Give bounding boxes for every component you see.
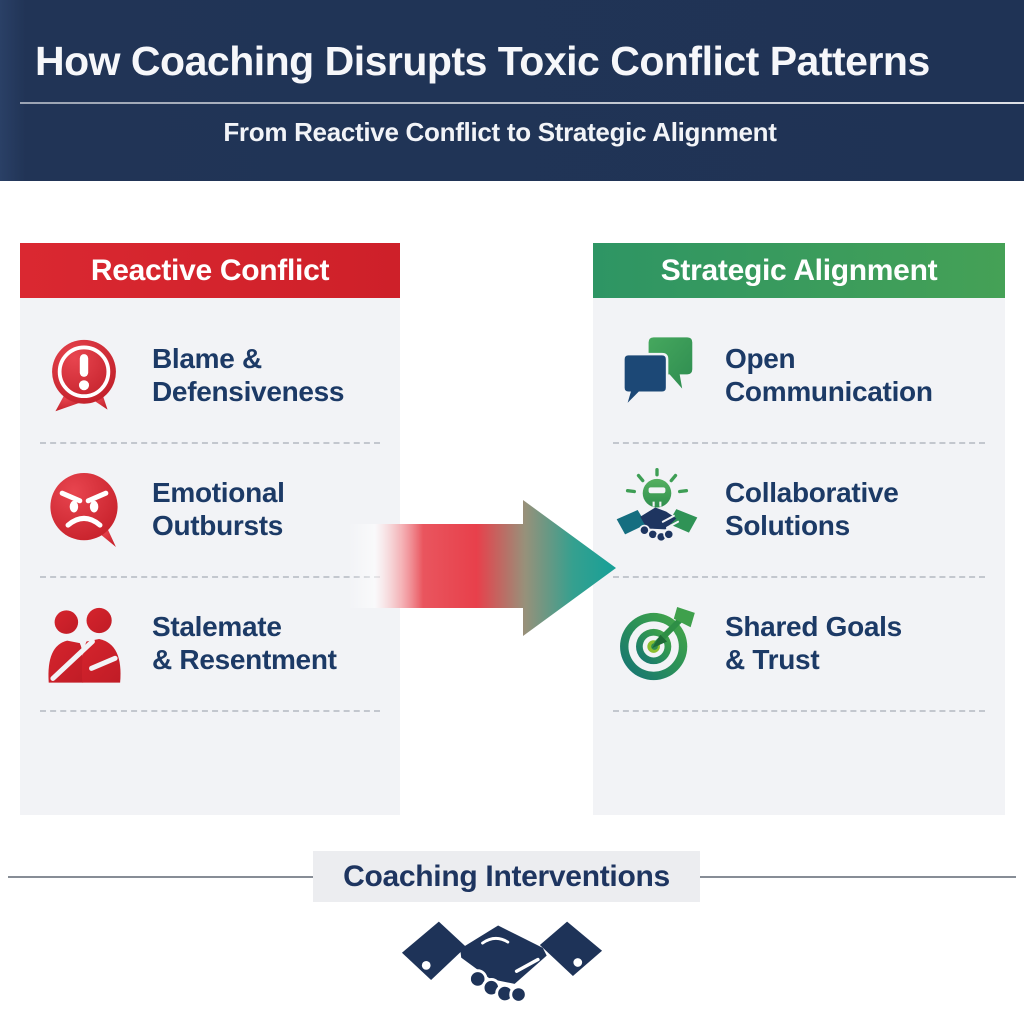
strategic-alignment-panel: Strategic Alignment Open xyxy=(593,243,1005,815)
item-label-line2: & Trust xyxy=(725,644,820,675)
header-divider xyxy=(20,102,1024,104)
gradient-flow-arrow xyxy=(348,498,618,638)
item-label: Stalemate & Resentment xyxy=(152,611,337,677)
lightbulb-handshake-icon xyxy=(615,468,699,552)
page-subtitle: From Reactive Conflict to Strategic Alig… xyxy=(223,117,777,147)
item-label-line1: Collaborative xyxy=(725,477,899,509)
reactive-conflict-panel: Reactive Conflict xyxy=(20,243,400,815)
item-label-line1: Emotional xyxy=(152,477,285,509)
strategic-alignment-panel-title: Strategic Alignment xyxy=(593,243,1005,298)
chat-bubbles-icon xyxy=(615,334,699,418)
dashed-divider xyxy=(40,442,380,444)
item-label: Collaborative Solutions xyxy=(725,477,899,543)
item-label: Emotional Outbursts xyxy=(152,477,285,543)
handshake-icon xyxy=(396,910,608,1012)
list-item: Blame & Defensiveness xyxy=(20,310,400,442)
item-label: Blame & Defensiveness xyxy=(152,343,345,409)
dashed-divider xyxy=(40,710,380,712)
reactive-conflict-panel-title: Reactive Conflict xyxy=(20,243,400,298)
page-title: How Coaching Disrupts Toxic Conflict Pat… xyxy=(35,38,930,84)
list-item: Open Communication xyxy=(593,310,1005,442)
item-label-line1: Blame & xyxy=(152,343,262,375)
item-label-line2: Outbursts xyxy=(152,510,284,541)
target-dart-icon xyxy=(615,602,699,686)
alert-speech-bubble-icon xyxy=(42,334,126,418)
header-banner: How Coaching Disrupts Toxic Conflict Pat… xyxy=(0,0,1024,181)
list-item: Emotional Outbursts xyxy=(20,444,400,576)
dashed-divider xyxy=(613,710,985,712)
item-label-line1: Stalemate xyxy=(152,611,282,643)
dashed-divider xyxy=(40,576,380,578)
back-to-back-people-icon xyxy=(42,602,126,686)
item-label-line2: Solutions xyxy=(725,510,850,541)
item-label: Open Communication xyxy=(725,343,933,409)
item-label-line2: & Resentment xyxy=(152,644,337,675)
list-item: Stalemate & Resentment xyxy=(20,578,400,710)
item-label-line1: Shared Goals xyxy=(725,611,902,643)
item-label-line1: Open xyxy=(725,343,796,375)
dashed-divider xyxy=(613,576,985,578)
item-label-line2: Communication xyxy=(725,376,933,407)
list-item: Shared Goals & Trust xyxy=(593,578,1005,710)
item-label-line2: Defensiveness xyxy=(152,376,345,407)
item-label: Shared Goals & Trust xyxy=(725,611,902,677)
strategic-alignment-panel-body: Open Communication xyxy=(593,298,1005,815)
angry-face-bubble-icon xyxy=(42,468,126,552)
dashed-divider xyxy=(613,442,985,444)
list-item: Collaborative Solutions xyxy=(593,444,1005,576)
coaching-interventions-label: Coaching Interventions xyxy=(313,851,700,902)
reactive-conflict-panel-body: Blame & Defensiveness xyxy=(20,298,400,815)
